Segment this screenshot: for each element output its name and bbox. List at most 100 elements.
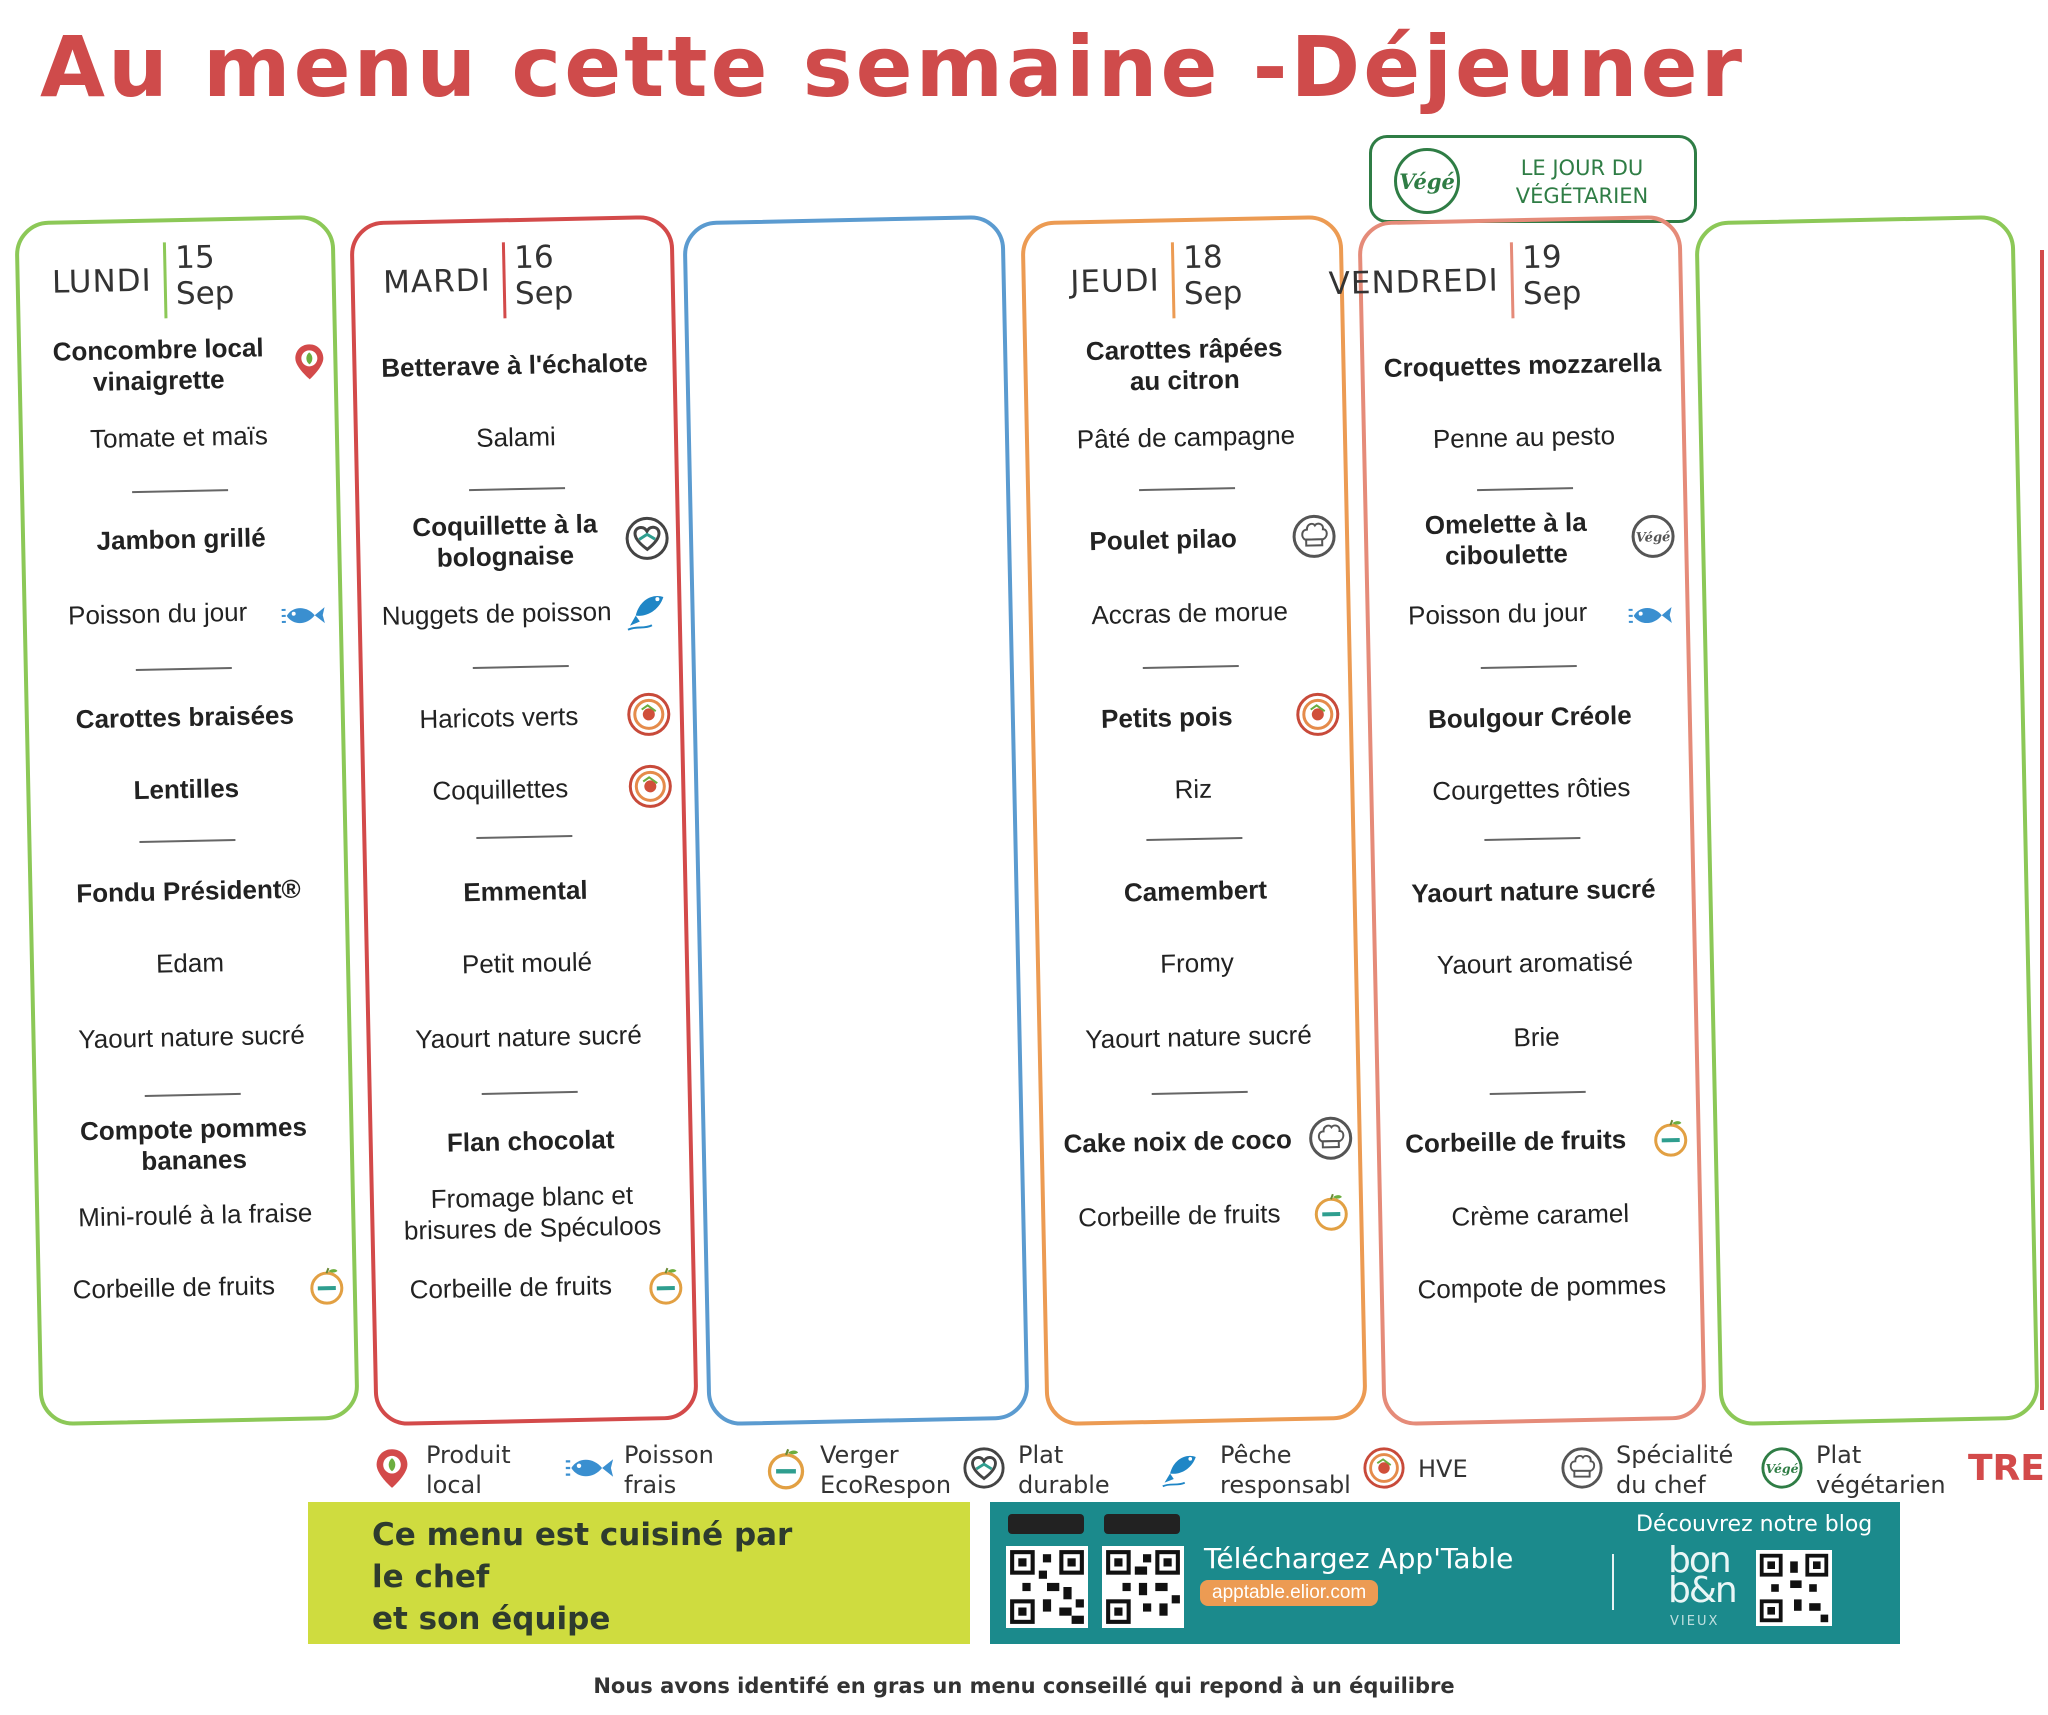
day-header: LUNDI 15 Sep [19,237,333,324]
apple-icon [1311,1191,1352,1232]
menu-item: Poulet pilao [1089,523,1238,557]
day-number: 16 [513,239,555,277]
menu-item: Carottes braisées [75,699,295,735]
menu-item: Yaourt aromatisé [1436,945,1634,981]
menu-item: Salami [475,421,557,453]
menu-item: Corbeille de fruits [409,1270,613,1305]
cut-off-text: TRE D [1968,1448,2048,1489]
section-divider [476,834,573,840]
menu-item: Riz [1174,773,1213,805]
menu-item: Yaourt nature sucré [78,1019,306,1055]
menu-item: Camembert [1123,874,1268,908]
day-column-mardi: MARDI 16 Sep Betterave à l'échalote Sala… [349,214,699,1427]
menu-item: Compote pommes bananes [79,1111,308,1177]
fish-icon [1627,595,1674,636]
apple-icon [1650,1117,1691,1158]
menu-item: Compote de pommes [1417,1269,1667,1305]
fish-icon [280,595,327,636]
menu-item: Yaourt nature sucré [1085,1019,1313,1055]
vege-banner-line1: LE JOUR DU [1520,156,1644,180]
day-divider [1509,242,1515,319]
google-play-badge[interactable] [1104,1514,1180,1534]
menu-item: Poisson du jour [67,596,248,631]
jumping-fish-icon [625,585,672,634]
section-divider [135,667,232,672]
menu-item: Poisson du jour [1407,596,1588,631]
app-promo-box: Téléchargez App'Table apptable.elior.com… [990,1502,1900,1644]
cut-off-column-edge [2040,250,2048,1410]
qr-code-google-play[interactable] [1102,1546,1184,1628]
app-store-badge[interactable] [1008,1514,1084,1534]
legend-label: végétarien [1816,1471,1946,1499]
local-pin-icon [289,341,330,382]
section-divider [481,1090,578,1095]
day-name: JEUDI [1069,262,1161,301]
day-month: Sep [514,274,574,313]
day-column-vendredi: VENDREDI 19 Sep Croquettes mozzarella Pe… [1328,214,1707,1427]
hve-icon [627,763,674,810]
legend-label: EcoRespon [820,1471,952,1499]
app-url-link[interactable]: apptable.elior.com [1200,1580,1379,1606]
section-divider [1484,836,1581,842]
menu-item: Corbeille de fruits [1404,1124,1627,1159]
menu-item: Cake noix de coco [1063,1124,1293,1159]
footer-note: Nous avons identifé en gras un menu cons… [593,1674,1455,1698]
hve-icon [1362,1446,1406,1490]
menu-item: Accras de morue [1091,595,1289,631]
chef-line: le chef [372,1559,490,1595]
day-number: 19 [1521,239,1563,277]
chef-hat-icon [1291,513,1338,560]
local-pin-icon [370,1446,414,1490]
day-month: Sep [1522,274,1582,313]
section-divider [1139,487,1236,492]
menu-item: Lentilles [133,772,240,806]
menu-item: Fromy [1159,947,1235,979]
legend-label: HVE [1418,1455,1468,1483]
menu-item: Pâté de campagne [1076,419,1296,455]
vege-banner-line2: VÉGÉTARIEN [1515,184,1649,208]
day-number: 18 [1182,239,1224,277]
logo-subtext: VIEUX [1670,1614,1720,1629]
legend-label: du chef [1616,1471,1706,1499]
section-divider [1142,665,1239,670]
legend-label: Plat [1816,1441,1862,1469]
qr-code-blog[interactable] [1756,1550,1832,1626]
vege-seal-icon: Végé [1394,148,1460,214]
day-number: 15 [174,239,216,277]
chef-hat-icon [1307,1115,1354,1162]
menu-item: Boulgour Créole [1427,699,1632,735]
menu-item: Omelette à la ciboulette [1424,506,1587,571]
legend-label: frais [624,1471,677,1499]
menu-item: Betterave à l'échalote [381,347,648,383]
app-box-divider [1612,1554,1614,1610]
section-divider [469,487,566,492]
apple-icon [645,1265,686,1306]
legend-label: Poisson [624,1441,714,1469]
day-column-mercredi-empty [682,214,1030,1427]
day-divider [162,242,168,319]
jumping-fish-icon [1160,1446,1204,1490]
legend-label: durable [1018,1471,1110,1499]
day-header: JEUDI 18 Sep [1025,237,1341,324]
day-header: VENDREDI 19 Sep [1328,237,1680,324]
section-divider [1151,1090,1248,1095]
section-divider [144,1092,241,1097]
section-divider [1480,665,1577,670]
menu-item: Petit moulé [461,946,593,980]
legend-label: Produit [426,1441,511,1469]
menu-item: Corbeille de fruits [1077,1198,1281,1233]
menu-item: Penne au pesto [1432,420,1616,454]
apple-icon [306,1265,347,1306]
vegetarian-day-banner: Végé LE JOUR DU VÉGÉTARIEN [1369,135,1697,223]
menu-item: Fromage blanc et brisures de Spéculoos [403,1179,662,1246]
app-download-title: Téléchargez App'Table [1204,1542,1514,1575]
heart-seal-icon [962,1446,1006,1490]
menu-item: Yaourt nature sucré [1411,873,1656,909]
chef-message-box: Ce menu est cuisiné par le chef et son é… [308,1502,970,1644]
section-divider [139,838,236,844]
menu-item: Yaourt nature sucré [415,1019,643,1055]
day-divider [501,242,507,319]
menu-item: Crème caramel [1451,1198,1630,1232]
heart-seal-icon [624,515,671,562]
qr-code-app-store[interactable] [1006,1546,1088,1628]
